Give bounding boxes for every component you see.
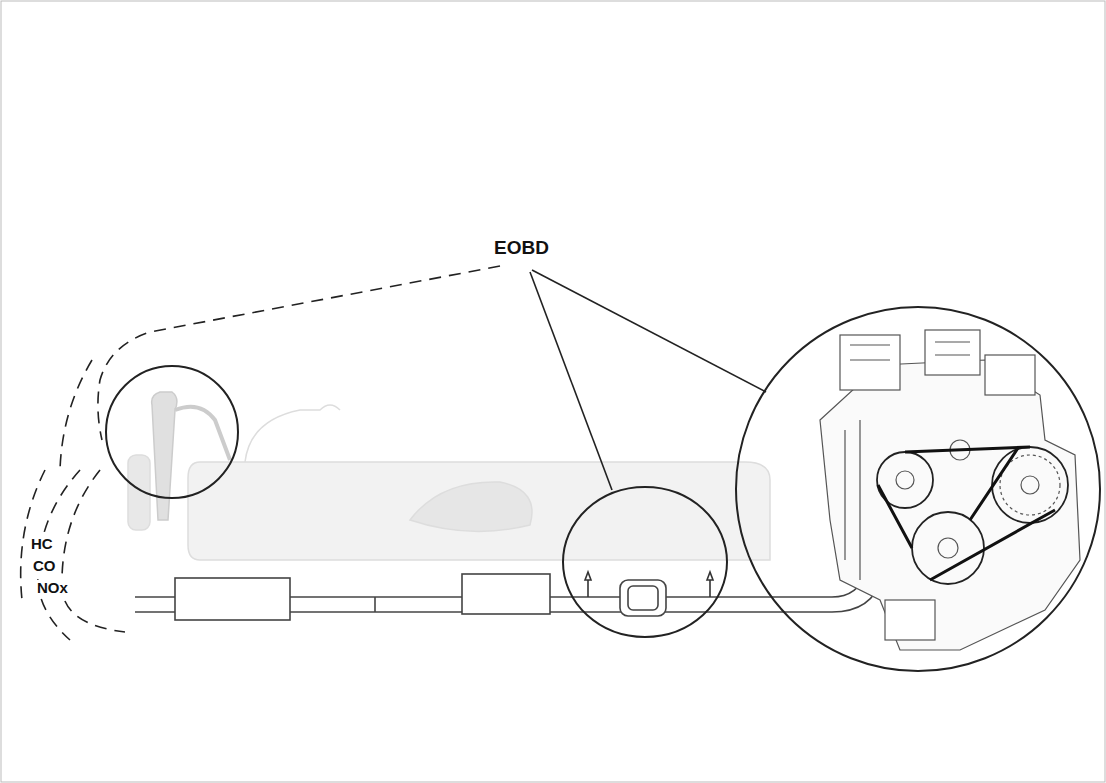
middle-muffler (462, 574, 550, 614)
emission-label: HC (30, 536, 54, 553)
system-label: EOBD (493, 238, 550, 259)
emission-label: CO (32, 558, 57, 575)
fuel-system-ghost (128, 392, 770, 560)
rear-muffler (175, 578, 290, 620)
oxygen-sensor (585, 572, 713, 597)
exhaust-pipe (135, 548, 892, 620)
leader-line (530, 270, 766, 490)
callout-circle (106, 307, 1100, 671)
dashed-monitor-line (21, 266, 500, 640)
emission-label: NOx (36, 580, 69, 597)
catalytic-converter (620, 580, 666, 616)
engine-drawing (820, 330, 1080, 650)
